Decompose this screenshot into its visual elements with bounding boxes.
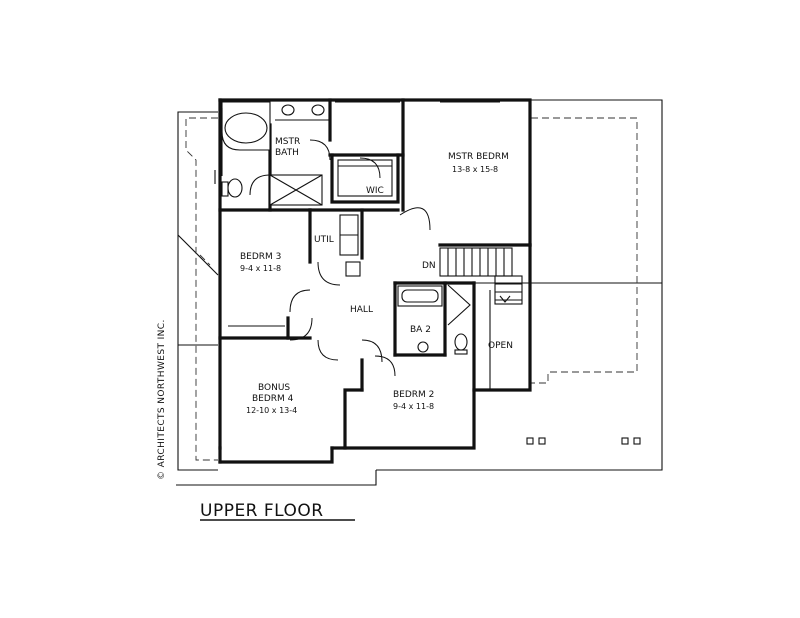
mstr-bath-label-2: BATH (275, 148, 299, 158)
bedrm2-dims: 9-4 x 11-8 (393, 402, 434, 411)
bedrm3-label: BEDRM 3 (240, 252, 281, 262)
ba2-label: BA 2 (410, 325, 431, 335)
dn-label: DN (422, 261, 436, 271)
wic-label: WIC (366, 186, 384, 196)
mstr-bedrm-label: MSTR BEDRM (448, 152, 509, 162)
util-label: UTIL (314, 235, 334, 245)
bonus-label-1: BONUS (258, 383, 290, 393)
roof-outline (176, 99, 663, 486)
mstr-bedrm-dims: 13-8 x 15-8 (452, 165, 498, 174)
eave-dashes (185, 117, 638, 461)
exterior-walls (218, 98, 532, 464)
open-label: OPEN (488, 341, 513, 351)
bedrm2-label: BEDRM 2 (393, 390, 434, 400)
room-labels: MSTR BATH MSTR BEDRM 13-8 x 15-8 WIC UTI… (240, 137, 513, 415)
fixtures (221, 101, 641, 445)
stairs (439, 247, 523, 390)
mstr-bath-label-1: MSTR (275, 137, 300, 147)
bedrm3-dims: 9-4 x 11-8 (240, 264, 281, 273)
doors (214, 101, 500, 464)
plan-title: UPPER FLOOR (200, 501, 324, 521)
bonus-dims: 12-10 x 13-4 (246, 406, 297, 415)
bonus-label-2: BEDRM 4 (252, 394, 294, 404)
hall-label: HALL (350, 305, 373, 315)
copyright-text: © ARCHITECTS NORTHWEST INC. (157, 319, 167, 480)
